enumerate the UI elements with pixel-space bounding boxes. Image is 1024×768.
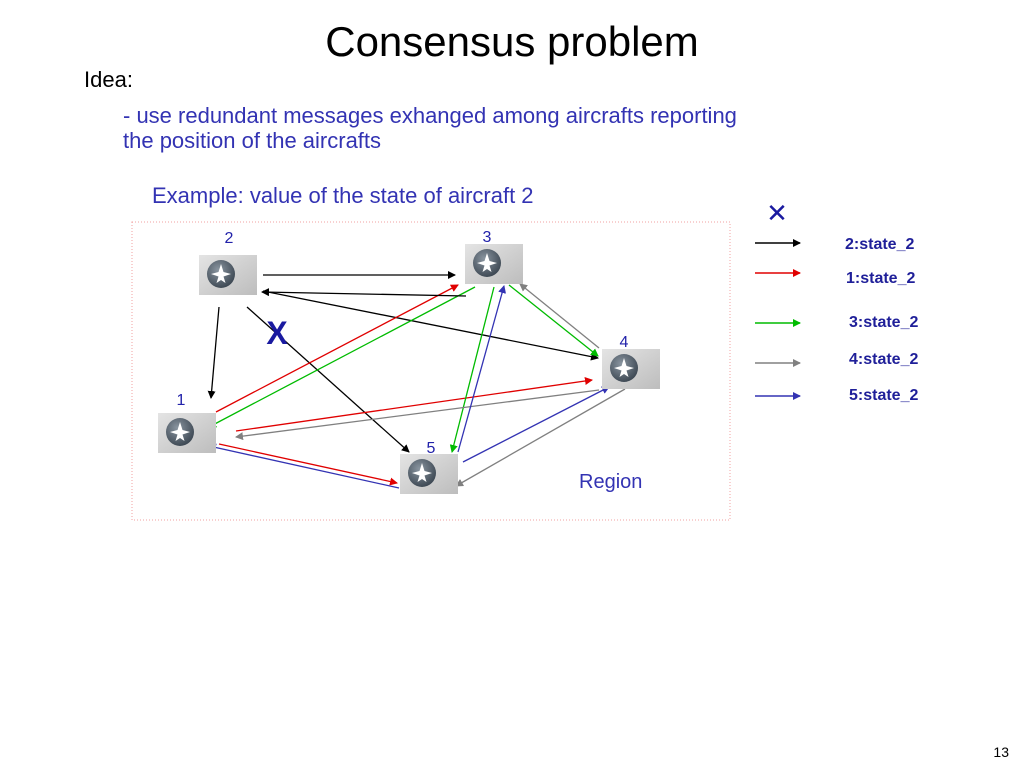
aircraft-icon xyxy=(400,454,458,494)
edge-4-to-3 xyxy=(519,283,600,349)
edge-2-to-4 xyxy=(262,290,599,361)
aircraft-nodes: 2 3 4 1 5 xyxy=(158,229,660,494)
edge-3-to-2 xyxy=(261,288,467,297)
legend-item: 2:state_2 xyxy=(755,236,914,253)
bullet-line-2: the position of the aircrafts xyxy=(123,128,382,153)
aircraft-1-label: 1 xyxy=(177,392,186,409)
aircraft-4-node xyxy=(602,349,660,389)
edge-4-to-1 xyxy=(235,389,600,441)
aircraft-2-label: 2 xyxy=(225,230,234,247)
edge-2-to-5 xyxy=(246,306,410,453)
aircraft-icon xyxy=(465,244,523,284)
page-number: 13 xyxy=(993,744,1009,760)
legend-item: 1:state_2 xyxy=(755,269,915,287)
message-edges xyxy=(207,271,626,489)
failed-link-mark: X xyxy=(266,315,288,351)
aircraft-5-node xyxy=(400,454,458,494)
region-label: Region xyxy=(579,471,642,493)
legend-label: 1:state_2 xyxy=(846,270,915,287)
legend: 2:state_2 1:state_2 3:state_2 4:state_2 5:st… xyxy=(755,236,918,404)
edge-5-to-4 xyxy=(462,386,610,463)
edge-3-to-4 xyxy=(508,284,599,357)
edge-3-to-1 xyxy=(208,286,476,428)
edge-5-to-1 xyxy=(208,443,400,489)
edge-5-to-3 xyxy=(457,285,506,453)
slide-title: Consensus problem xyxy=(325,18,699,65)
region-boundary xyxy=(131,221,731,521)
aircraft-4-label: 4 xyxy=(620,334,629,351)
edge-1-to-4 xyxy=(235,377,593,432)
legend-item: 4:state_2 xyxy=(755,351,918,368)
legend-item: 5:state_2 xyxy=(755,387,918,404)
legend-item: 3:state_2 xyxy=(755,314,918,331)
aircraft-icon xyxy=(602,349,660,389)
legend-label: 4:state_2 xyxy=(849,351,918,368)
example-caption: Example: value of the state of aircraft … xyxy=(152,183,534,208)
legend-label: 5:state_2 xyxy=(849,387,918,404)
legend-label: 3:state_2 xyxy=(849,314,918,331)
bullet-text: - use redundant messages exhanged among … xyxy=(123,103,863,153)
aircraft-3-label: 3 xyxy=(483,229,492,246)
edge-2-to-1 xyxy=(207,306,220,399)
aircraft-3-node xyxy=(465,244,523,284)
aircraft-1-node xyxy=(158,413,216,453)
bullet-line-1: - use redundant messages exhanged among … xyxy=(123,103,737,128)
edge-3-to-5 xyxy=(449,286,495,453)
aircraft-2-node xyxy=(199,255,257,295)
edge-4-to-5 xyxy=(455,388,626,487)
edge-1-to-3 xyxy=(215,284,459,413)
idea-label: Idea: xyxy=(84,67,133,92)
failure-cross-icon: ✕ xyxy=(766,199,788,229)
aircraft-icon xyxy=(199,255,257,295)
aircraft-icon xyxy=(158,413,216,453)
aircraft-5-label: 5 xyxy=(427,440,436,457)
legend-label: 2:state_2 xyxy=(845,236,914,253)
edge-1-to-5 xyxy=(218,443,398,486)
